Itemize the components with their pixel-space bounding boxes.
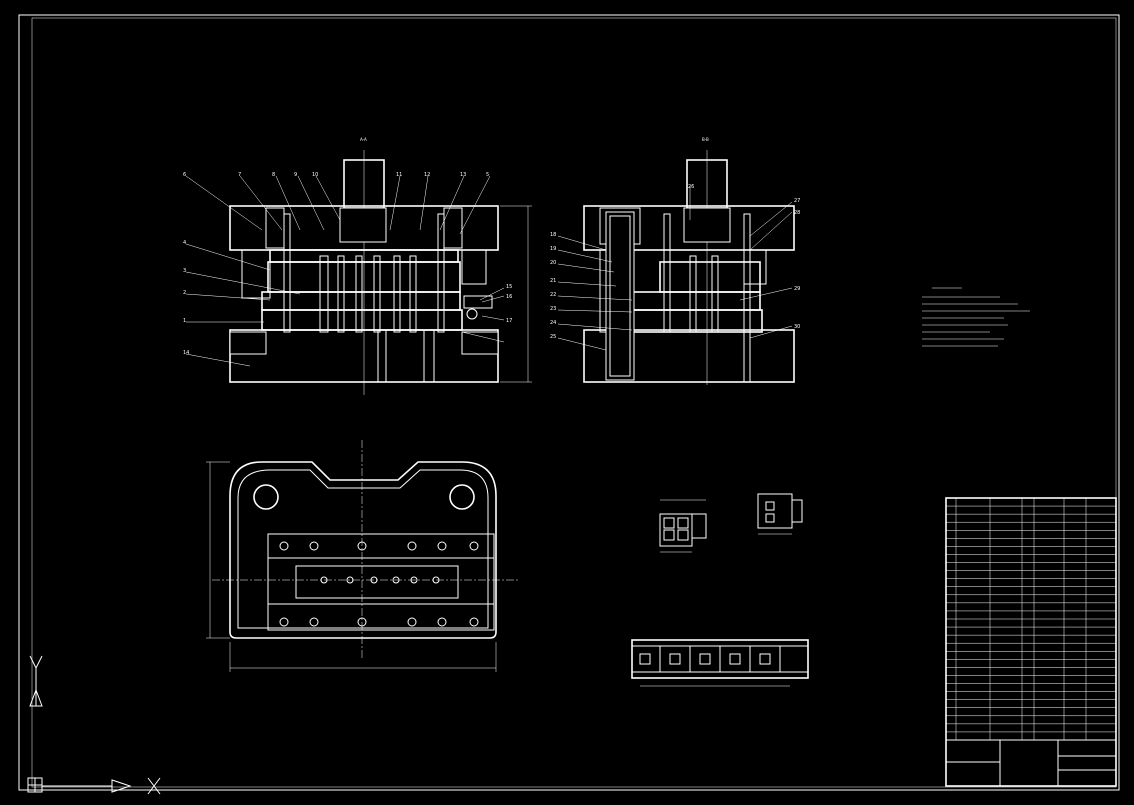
part-number: 22: [550, 292, 556, 298]
plan-view: [206, 440, 520, 672]
part-number: 5: [486, 172, 489, 178]
part-number: 12: [424, 172, 430, 178]
part-number: 27: [794, 198, 800, 204]
ucs-icon: [27, 655, 161, 795]
part-number: 29: [794, 286, 800, 292]
part-number: 21: [550, 278, 556, 284]
part-number: 18: [550, 232, 556, 238]
part-number: 6: [183, 172, 186, 178]
part-number: 10: [312, 172, 318, 178]
part-number: 23: [550, 306, 556, 312]
section-label-a: A-A: [360, 137, 367, 142]
part-number: 3: [183, 268, 186, 274]
part-number: 25: [550, 334, 556, 340]
part-number: 28: [794, 210, 800, 216]
part-number: 4: [183, 240, 186, 246]
part-number: 11: [396, 172, 402, 178]
drawing-frame: [18, 14, 1120, 791]
part-number: 8: [272, 172, 275, 178]
part-number: 30: [794, 324, 800, 330]
part-number: 9: [294, 172, 297, 178]
technical-notes: [922, 287, 1030, 347]
part-number: 17: [506, 318, 512, 324]
part-number: 14: [183, 350, 189, 356]
part-number: 13: [460, 172, 466, 178]
section-label-b: B-B: [702, 137, 709, 142]
part-number: 16: [506, 294, 512, 300]
part-number: 20: [550, 260, 556, 266]
part-number: 15: [506, 284, 512, 290]
part-number: 1: [183, 318, 186, 324]
front-section-view: A-A: [183, 137, 532, 395]
title-block: [945, 497, 1117, 787]
part-number: 24: [550, 320, 556, 326]
side-section-view: B-B 18 19 20 21 22 23: [550, 137, 800, 385]
part-number: 26: [688, 184, 694, 190]
part-number: 19: [550, 246, 556, 252]
part-number: 2: [183, 290, 186, 296]
detail-views: [631, 493, 809, 687]
part-number: 7: [238, 172, 241, 178]
